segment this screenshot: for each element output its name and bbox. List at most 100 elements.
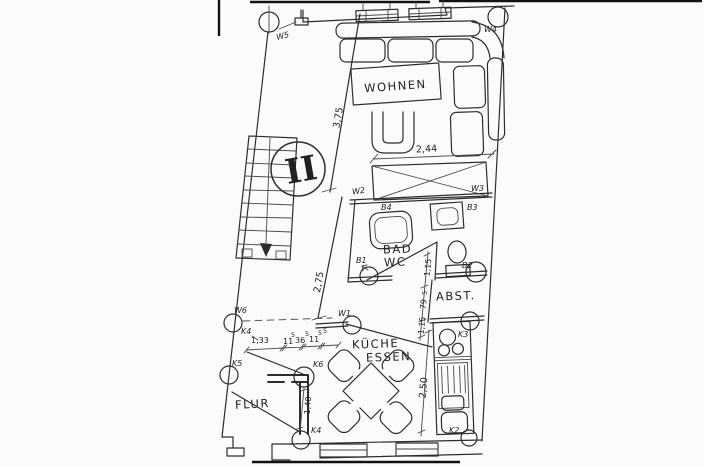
- junction-circle: [342, 315, 362, 335]
- marker-k2-symbol: [460, 429, 478, 447]
- marker-k4-wall-label: K4: [241, 327, 251, 336]
- svg-text:1,40: 1,40: [303, 396, 314, 415]
- junction-circle: [465, 261, 487, 283]
- marker-k4-bottom-symbol: [291, 430, 311, 450]
- wall-bracket: [294, 9, 309, 26]
- svg-text:36: 36: [295, 336, 305, 345]
- room-label-kitchen: KÜCHE: [352, 334, 400, 352]
- marker-k5-label: K5: [232, 359, 242, 368]
- dim-kitchen-depth: 2,50: [417, 329, 433, 437]
- living-room: 3,75 WOHNEN 2,44 W2: [321, 13, 506, 205]
- hall-door-swing: [231, 391, 301, 433]
- room-label-wc: WC: [384, 255, 407, 270]
- hall-dashed-line: [242, 317, 333, 322]
- corridor: 2,75: [311, 196, 343, 321]
- svg-text:5: 5: [323, 327, 327, 335]
- dim-hall-door: 1,40: [296, 387, 314, 433]
- level-badge-text: II: [282, 148, 320, 193]
- kitchen-room: KÜCHE ESSEN 2,50: [327, 320, 478, 447]
- bath-left-wall: [347, 199, 356, 283]
- washbasin: B3: [429, 201, 478, 231]
- window: [355, 2, 399, 23]
- svg-text:5: 5: [305, 330, 309, 338]
- svg-text:1,15: 1,15: [423, 258, 434, 277]
- window: [408, 0, 452, 21]
- outer-walls: [221, 5, 515, 442]
- hall-wall: [267, 374, 309, 435]
- room-label-living: WOHNEN: [364, 77, 427, 95]
- top-windows: [294, 0, 452, 26]
- bathtub: B4: [368, 203, 414, 250]
- svg-text:5: 5: [318, 329, 322, 337]
- sink-bowl: [438, 328, 457, 346]
- chair: [381, 349, 415, 383]
- marker-b4-label: B4: [381, 203, 392, 212]
- sink-bowl: [451, 342, 465, 355]
- dining-table: [342, 362, 400, 420]
- storage-dim-chain: 1,15 79 5 1,15: [417, 251, 434, 341]
- svg-text:79: 79: [419, 299, 429, 310]
- entry-door-swing: [246, 351, 304, 375]
- hallway: FLUR 1,40 W6 K4 K5 K6 K4 1,33 11 5 36 5 …: [219, 306, 342, 450]
- marker-b1-label: B1: [356, 256, 367, 265]
- bottom-wall: [221, 436, 483, 461]
- svg-text:1,33: 1,33: [251, 336, 269, 345]
- svg-text:1,15: 1,15: [417, 316, 428, 335]
- marker-k6-label: K6: [313, 360, 323, 369]
- living-left-wall: [329, 13, 361, 193]
- armchair: [371, 111, 415, 154]
- marker-k3-label: K3: [458, 330, 468, 339]
- dim-hall-depth: 2,75: [312, 271, 327, 294]
- scan-frame: [217, 0, 702, 464]
- svg-text:2,44: 2,44: [416, 143, 438, 155]
- svg-text:2,50: 2,50: [417, 377, 430, 399]
- chair: [379, 401, 413, 435]
- storage-room: ABST. 1,15 79 5 1,15: [417, 251, 476, 341]
- marker-k2-label: K2: [449, 426, 459, 435]
- kitchen-door-swing: [345, 323, 433, 348]
- staircase: [235, 135, 298, 261]
- wardrobe: W2 W3: [351, 161, 489, 201]
- bath-bottom-wall: [347, 270, 488, 283]
- marker-k4-bottom-label: K4: [311, 426, 321, 435]
- living-bath-wall: [349, 192, 493, 205]
- bath-door-swing: [366, 241, 438, 281]
- kitchen-top-wall: W1: [315, 309, 485, 348]
- dim-living-width: 2,44: [369, 143, 497, 164]
- marker-b3-label: B3: [467, 203, 478, 212]
- marker-k6-symbol: [293, 366, 315, 388]
- marker-w6-symbol: [223, 313, 243, 333]
- level-badge: II: [270, 141, 326, 197]
- marker-w3-label: W3: [471, 184, 484, 193]
- marker-w1-label: W1: [338, 309, 351, 318]
- chair: [327, 349, 361, 383]
- marker-k5-symbol: [219, 365, 239, 385]
- marker-w2-label: W2: [351, 186, 365, 197]
- living-label-box: WOHNEN: [350, 62, 442, 106]
- room-label-bath: BAD: [383, 242, 413, 257]
- kitchen-counter: [432, 320, 475, 436]
- sink-bowl: [437, 344, 451, 357]
- stair-direction-arrow: [260, 243, 272, 257]
- marker-w5-label: W5: [275, 30, 290, 42]
- junction-circle: [359, 266, 379, 286]
- svg-text:5: 5: [291, 331, 295, 339]
- svg-text:5: 5: [421, 290, 429, 295]
- dining-set: [327, 349, 415, 435]
- room-label-storage: ABST.: [436, 288, 476, 303]
- window: [319, 443, 368, 458]
- marker-b2-label: B2: [462, 261, 473, 270]
- marker-w6-label: W6: [234, 306, 247, 315]
- marker-w5-symbol: W5: [258, 5, 297, 42]
- chair: [327, 400, 361, 434]
- bathroom: B4 B3 B2 BAD WC B1: [347, 199, 488, 286]
- hall-dim-chain: 1,33 11 5 36 5 11 5 5: [243, 327, 342, 354]
- dim-living-depth: 3,75: [331, 106, 346, 129]
- window: [395, 442, 439, 457]
- toilet: B2: [445, 240, 473, 278]
- storage-left-wall: [427, 279, 433, 323]
- svg-text:11: 11: [283, 337, 293, 346]
- svg-text:11: 11: [309, 335, 319, 344]
